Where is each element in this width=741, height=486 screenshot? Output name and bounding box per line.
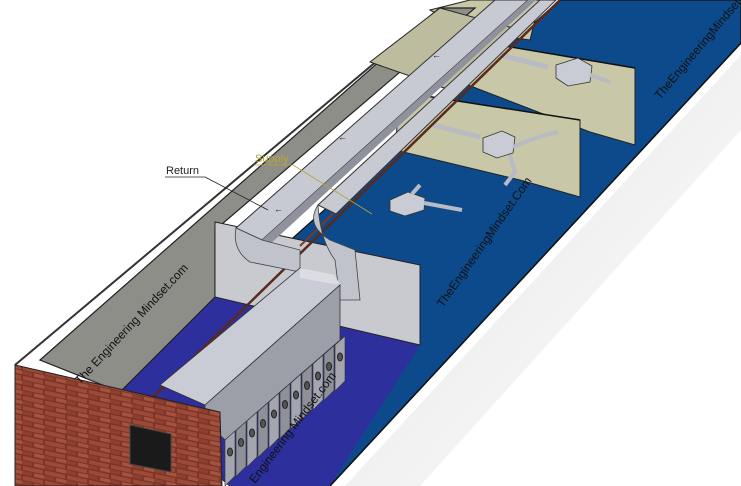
ahu-module (268, 392, 280, 449)
airflow-arrow: ← (274, 204, 283, 214)
ahu-port (293, 390, 299, 400)
ahu-module (279, 382, 291, 440)
ahu-module (290, 373, 302, 430)
left-wall-top-edge (14, 7, 441, 366)
airflow-arrow: ← (432, 50, 441, 60)
ahu-module (312, 354, 324, 411)
ahu-module (323, 344, 335, 402)
ahu-port (315, 371, 321, 381)
ahu-module (334, 335, 346, 392)
ahu-port (282, 400, 288, 409)
airflow-arrow: ← (338, 132, 347, 142)
ahu-port (260, 419, 266, 428)
supply-label: Supply (255, 153, 289, 165)
supply-duct-elbow (313, 203, 361, 301)
ahu-module (235, 420, 247, 478)
supply-duct (317, 0, 557, 215)
return-duct-side (262, 0, 536, 246)
pipe (149, 0, 561, 401)
fan-coil-unit (432, 122, 559, 187)
return-duct-elbow (234, 227, 301, 273)
ahu-port (238, 438, 244, 447)
ahu-port (271, 409, 277, 419)
louvre-vent (129, 424, 172, 473)
ahu-module-row (224, 335, 346, 486)
ahu-module (257, 401, 269, 459)
fan-coil-unit (499, 52, 611, 87)
supply-callout: Supply (254, 153, 373, 215)
ahu-port (304, 381, 310, 390)
return-label: Return (166, 165, 199, 177)
ahu-module (246, 411, 258, 468)
ground-shadow (345, 55, 741, 486)
air-handling-unit (159, 267, 341, 441)
ahu-port (249, 428, 255, 438)
floor-edge (329, 42, 741, 486)
return-callout: Return (165, 165, 269, 211)
ahu-port (337, 352, 343, 362)
ahu-module (301, 363, 313, 421)
fan-coil-unit (389, 183, 463, 217)
ahu-port (227, 447, 233, 457)
ahu-module (224, 430, 236, 486)
ahu-port (326, 362, 332, 371)
